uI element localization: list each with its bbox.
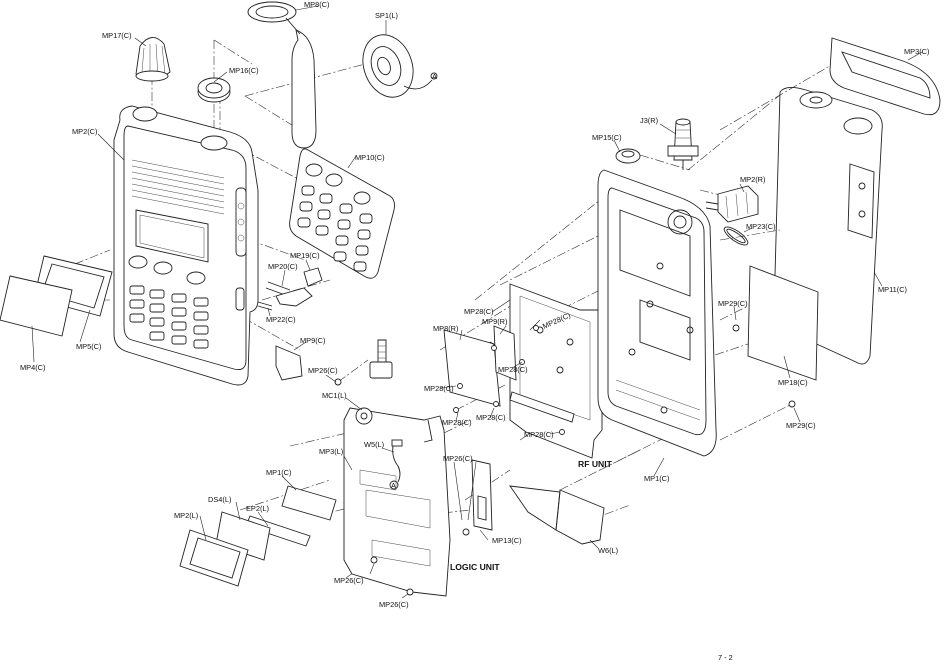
label-mp8c: MP8(C) xyxy=(304,0,329,9)
label-mp22c: MP22(C) xyxy=(266,315,296,324)
mp4-lens xyxy=(0,275,73,337)
mp16-ring-nut xyxy=(197,77,231,103)
sp1-speaker xyxy=(362,34,438,98)
keypad xyxy=(128,255,209,349)
label-mp28c-c: MP28(C) xyxy=(498,365,528,374)
leader-lines xyxy=(31,5,923,599)
label-mp8r: MP8(R) xyxy=(433,324,458,333)
label-mp10c: MP10(C) xyxy=(355,153,385,162)
label-mp4c: MP4(C) xyxy=(20,363,45,372)
mp2l-frame xyxy=(179,529,249,587)
label-a1: A xyxy=(391,481,396,490)
label-w6l: W6(L) xyxy=(598,546,618,555)
label-sp1l: SP1(L) xyxy=(375,11,398,20)
mc1-encoder xyxy=(369,339,393,379)
mp18-pad xyxy=(747,265,819,381)
label-mp28c-a: MP28(C) xyxy=(464,307,494,316)
mp9r-shield xyxy=(493,325,517,381)
speaker-grille xyxy=(131,159,225,215)
label-mp19c: MP19(C) xyxy=(290,251,320,260)
label-mp1c-right: MP1(C) xyxy=(644,474,669,483)
label-w5l: W5(L) xyxy=(364,440,384,449)
label-mp3l: MP3(L) xyxy=(319,447,343,456)
label-mp1c-left: MP1(C) xyxy=(266,468,291,477)
mp19-part xyxy=(303,267,323,287)
label-mp28c-g: MP28(C) xyxy=(524,430,554,439)
label-mp28c-f: MP28(C) xyxy=(476,413,506,422)
label-mp9c: MP9(C) xyxy=(300,336,325,345)
display-window xyxy=(135,209,209,263)
label-ep2l: EP2(L) xyxy=(246,504,269,513)
label-mp28c-e: MP28(C) xyxy=(442,418,472,427)
part-labels: MP8(C) SP1(L) MP17(C) MP16(C) MP2(C) MP1… xyxy=(20,0,929,662)
label-ds4l: DS4(L) xyxy=(208,495,231,504)
mp11-rear-gasket xyxy=(773,87,883,365)
mp9c-plate xyxy=(275,345,303,381)
label-mp26c-b: MP26(C) xyxy=(443,454,473,463)
mp23-o-ring xyxy=(723,226,749,246)
label-mp18c: MP18(C) xyxy=(778,378,808,387)
logic-unit-board xyxy=(343,407,451,597)
label-mp2r: MP2(R) xyxy=(740,175,765,184)
label-mc1l: MC1(L) xyxy=(322,391,347,400)
mp17-knob xyxy=(135,37,171,82)
mp8r-shield xyxy=(443,329,501,407)
w6-flex-cable xyxy=(509,485,605,545)
label-mp29c-b: MP29(C) xyxy=(786,421,816,430)
label-mp23c: MP23(C) xyxy=(746,222,776,231)
label-mp5c: MP5(C) xyxy=(76,342,101,351)
mp8-belt-clip xyxy=(247,1,317,149)
label-rf-unit: RF UNIT xyxy=(578,459,613,469)
label-mp2l: MP2(L) xyxy=(174,511,198,520)
label-mp28c-d: MP28(C) xyxy=(424,384,454,393)
label-mp20c: MP20(C) xyxy=(268,262,298,271)
label-mp26c-a: MP26(C) xyxy=(308,366,338,375)
mp1c-chassis xyxy=(597,169,717,457)
label-mp13c: MP13(C) xyxy=(492,536,522,545)
label-mp2c: MP2(C) xyxy=(72,127,97,136)
j3-antenna-connector xyxy=(667,118,699,170)
label-j3r: J3(R) xyxy=(640,116,658,125)
label-mp26c-c: MP26(C) xyxy=(334,576,364,585)
label-a2: A xyxy=(432,72,437,81)
label-mp17c: MP17(C) xyxy=(102,31,132,40)
screws-right xyxy=(453,324,796,435)
mp15-nut xyxy=(615,148,641,164)
mp20-mp22-parts xyxy=(257,281,313,311)
label-mp11c: MP11(C) xyxy=(878,285,907,294)
mp1c-left-cover xyxy=(281,485,337,521)
mp3c-top-plate xyxy=(829,37,941,116)
mp10-keypad-rubber xyxy=(289,148,395,279)
screws-left xyxy=(334,378,470,596)
label-mp15c: MP15(C) xyxy=(592,133,622,142)
label-mp9r: MP9(R) xyxy=(482,317,507,326)
mp28-strip xyxy=(509,391,575,423)
label-mp29c-a: MP29(C) xyxy=(718,299,748,308)
page-number: 7 - 2 xyxy=(718,653,733,662)
radio-front-housing xyxy=(113,105,259,386)
mp13-bracket xyxy=(471,459,493,531)
label-mp26c-d: MP26(C) xyxy=(379,600,409,609)
label-logic-unit: LOGIC UNIT xyxy=(450,562,500,572)
w5-cable xyxy=(389,439,403,490)
label-mp16c: MP16(C) xyxy=(229,66,259,75)
mp2r-connector xyxy=(705,185,759,223)
label-mp3c: MP3(C) xyxy=(904,47,929,56)
